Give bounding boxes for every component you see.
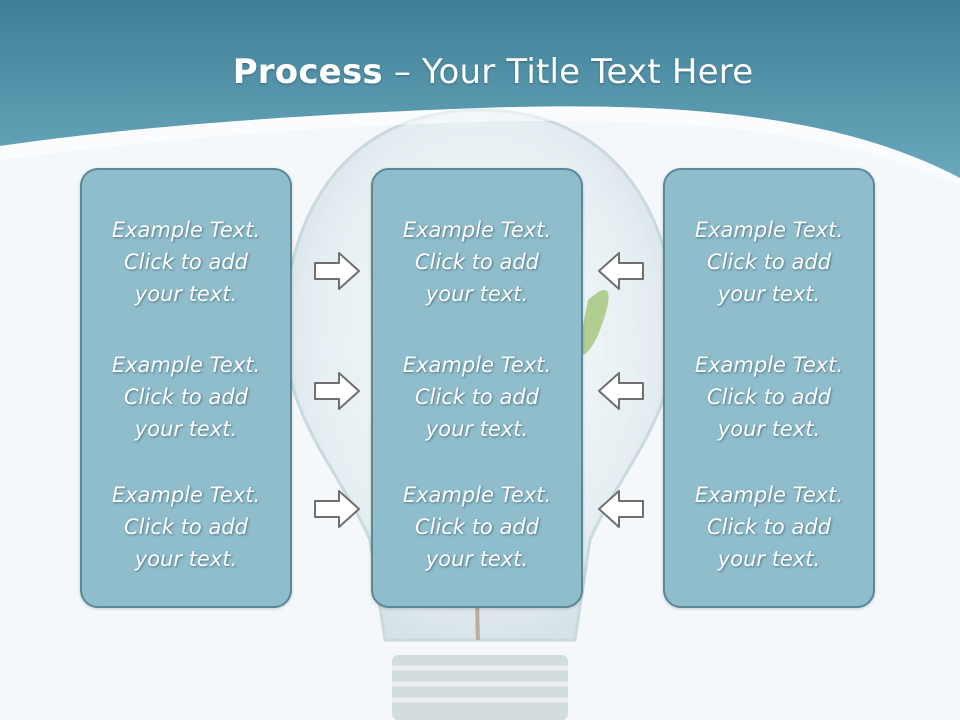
right-column-box[interactable]: Example Text. Click to add your text. Ex… [663, 168, 875, 608]
center-column-box[interactable]: Example Text. Click to add your text. Ex… [371, 168, 583, 608]
text-line: Click to add [123, 385, 248, 409]
text-line: Example Text. [694, 353, 844, 377]
text-block[interactable]: Example Text. Click to add your text. [665, 349, 873, 445]
text-line: your text. [717, 547, 821, 571]
title-bold: Process [232, 52, 383, 92]
right-arrow-icon [314, 252, 360, 290]
text-block[interactable]: Example Text. Click to add your text. [665, 479, 873, 575]
text-line: your text. [134, 417, 238, 441]
text-line: Example Text. [402, 353, 552, 377]
text-line: Example Text. [402, 483, 552, 507]
text-block[interactable]: Example Text. Click to add your text. [665, 214, 873, 310]
text-line: Click to add [123, 515, 248, 539]
left-arrow-icon [598, 372, 644, 410]
text-line: your text. [425, 282, 529, 306]
text-line: Click to add [706, 250, 831, 274]
text-line: Example Text. [402, 218, 552, 242]
text-block[interactable]: Example Text. Click to add your text. [82, 349, 290, 445]
text-line: Click to add [706, 385, 831, 409]
title-rest: – Your Title Text Here [382, 52, 754, 92]
text-block[interactable]: Example Text. Click to add your text. [373, 349, 581, 445]
text-line: Example Text. [111, 353, 261, 377]
text-line: your text. [425, 547, 529, 571]
text-line: your text. [717, 282, 821, 306]
text-line: Click to add [414, 250, 539, 274]
right-arrow-icon [314, 490, 360, 528]
header-band [0, 0, 960, 178]
text-line: Click to add [414, 385, 539, 409]
text-block[interactable]: Example Text. Click to add your text. [373, 214, 581, 310]
text-block[interactable]: Example Text. Click to add your text. [373, 479, 581, 575]
text-line: Example Text. [694, 218, 844, 242]
text-line: your text. [134, 547, 238, 571]
text-line: Example Text. [111, 483, 261, 507]
text-block[interactable]: Example Text. Click to add your text. [82, 214, 290, 310]
text-line: Example Text. [111, 218, 261, 242]
text-line: Click to add [123, 250, 248, 274]
slide-title[interactable]: Process – Your Title Text Here [0, 52, 960, 92]
text-line: Click to add [706, 515, 831, 539]
text-line: your text. [717, 417, 821, 441]
text-line: your text. [425, 417, 529, 441]
left-column-box[interactable]: Example Text. Click to add your text. Ex… [80, 168, 292, 608]
text-line: Click to add [414, 515, 539, 539]
text-line: Example Text. [694, 483, 844, 507]
text-line: your text. [134, 282, 238, 306]
left-arrow-icon [598, 490, 644, 528]
right-arrow-icon [314, 372, 360, 410]
left-arrow-icon [598, 252, 644, 290]
text-block[interactable]: Example Text. Click to add your text. [82, 479, 290, 575]
